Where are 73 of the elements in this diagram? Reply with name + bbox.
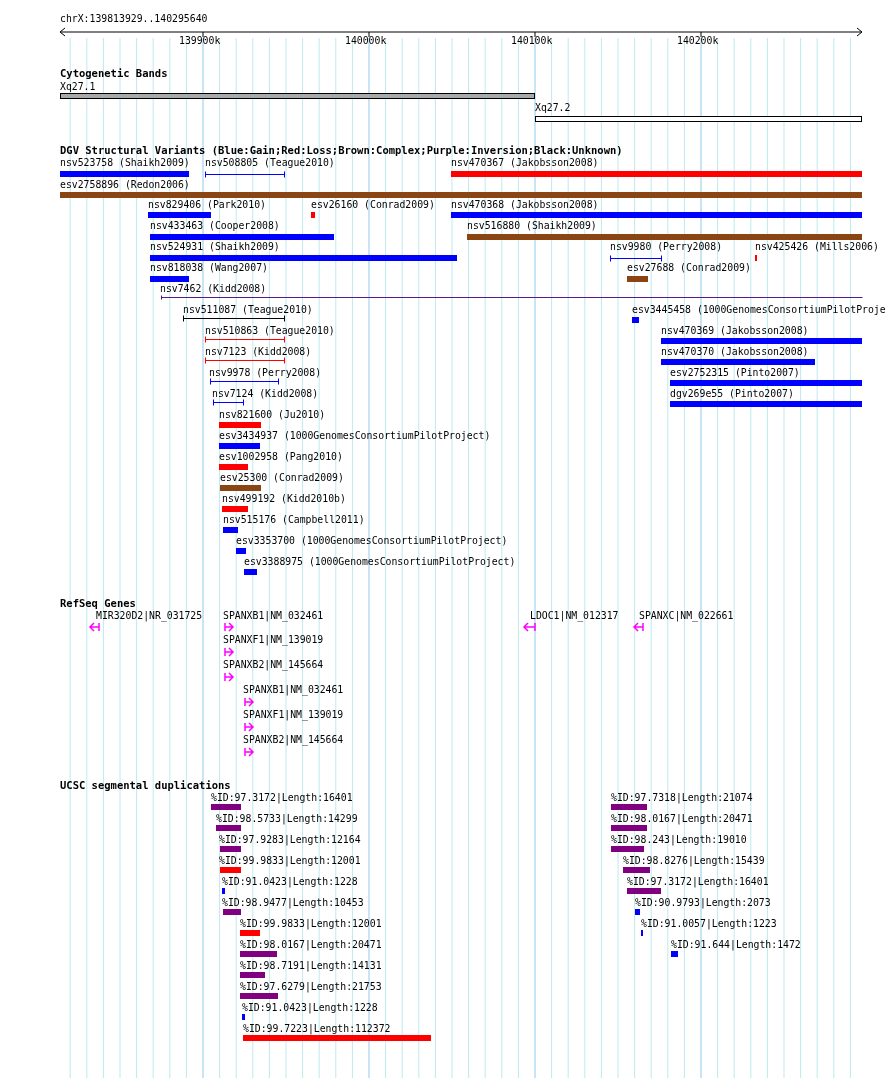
gene-label: SPANXF1|NM_139019: [223, 634, 324, 646]
duplication-label: %ID:98.8276|Length:15439: [623, 855, 765, 867]
variant-label: nsv433463 (Cooper2008): [150, 220, 280, 232]
variant-label: esv25300 (Conrad2009): [220, 472, 344, 484]
variant-label: esv2752315 (Pinto2007): [670, 367, 800, 379]
band-label: Xq27.1: [60, 81, 96, 93]
variant-label: nsv516880 (Shaikh2009): [467, 220, 597, 232]
variant-label: nsv9978 (Perry2008): [209, 367, 322, 379]
gene-label: SPANXB2|NM_145664: [243, 734, 344, 746]
variant-label: esv26160 (Conrad2009): [311, 199, 435, 211]
band-label: Xq27.2: [535, 102, 571, 114]
duplication-label: %ID:97.6279|Length:21753: [240, 981, 382, 993]
duplication-label: %ID:98.9477|Length:10453: [222, 897, 364, 909]
duplication-label: %ID:97.3172|Length:16401: [211, 792, 353, 804]
variant-label: nsv7124 (Kidd2008): [212, 388, 319, 400]
variant-label: esv2758896 (Redon2006): [60, 179, 190, 191]
variant-label: nsv470368 (Jakobsson2008): [451, 199, 599, 211]
variant-label: nsv829406 (Park2010): [148, 199, 266, 211]
gene-label: SPANXC|NM_022661: [639, 610, 734, 622]
variant-label: nsv524931 (Shaikh2009): [150, 241, 280, 253]
duplication-label: %ID:97.9283|Length:12164: [219, 834, 361, 846]
tick-label: 140200k: [677, 35, 719, 47]
variant-label: nsv425426 (Mills2006): [755, 241, 879, 253]
variant-label: esv3353700 (1000GenomesConsortiumPilotProject): [236, 535, 508, 547]
variant-label: nsv470367 (Jakobsson2008): [451, 157, 599, 169]
duplication-label: %ID:91.0057|Length:1223: [641, 918, 777, 930]
duplication-label: %ID:98.5733|Length:14299: [216, 813, 358, 825]
duplication-label: %ID:99.9833|Length:12001: [219, 855, 361, 867]
tick-label: 140000k: [345, 35, 387, 47]
duplication-label: %ID:91.0423|Length:1228: [242, 1002, 378, 1014]
track-heading: UCSC segmental duplications: [60, 779, 231, 791]
variant-label: dgv269e55 (Pinto2007): [670, 388, 794, 400]
variant-label: nsv9980 (Perry2008): [610, 241, 723, 253]
variant-label: nsv818038 (Wang2007): [150, 262, 268, 274]
duplication-label: %ID:99.7223|Length:112372: [243, 1023, 391, 1035]
variant-label: nsv499192 (Kidd2010b): [222, 493, 346, 505]
duplication-label: %ID:91.644|Length:1472: [671, 939, 801, 951]
gene-label: SPANXB1|NM_032461: [223, 610, 324, 622]
duplication-label: %ID:98.0167|Length:20471: [240, 939, 382, 951]
variant-label: esv27688 (Conrad2009): [627, 262, 751, 274]
gene-label: MIR320D2|NR_031725: [96, 610, 203, 622]
variant-label: esv3445458 (1000GenomesConsortiumPilotProje: [632, 304, 886, 316]
variant-label: esv1002958 (Pang2010): [219, 451, 343, 463]
variant-label: nsv508805 (Teague2010): [205, 157, 335, 169]
duplication-label: %ID:91.0423|Length:1228: [222, 876, 358, 888]
variant-label: nsv523758 (Shaikh2009): [60, 157, 190, 169]
variant-label: esv3388975 (1000GenomesConsortiumPilotProject): [244, 556, 516, 568]
variant-label: nsv511087 (Teague2010): [183, 304, 313, 316]
duplication-label: %ID:99.9833|Length:12001: [240, 918, 382, 930]
track-heading: RefSeq Genes: [60, 597, 136, 609]
tick-label: 140100k: [511, 35, 553, 47]
gene-label: SPANXB2|NM_145664: [223, 659, 324, 671]
track-heading: DGV Structural Variants (Blue:Gain;Red:Loss;Brown:Complex;Purple:Inversion;Black:Unknown): [60, 144, 623, 156]
duplication-label: %ID:98.243|Length:19010: [611, 834, 747, 846]
tick-label: 139900k: [179, 35, 221, 47]
gene-label: LDOC1|NM_012317: [530, 610, 619, 622]
variant-label: nsv510863 (Teague2010): [205, 325, 335, 337]
gene-label: SPANXF1|NM_139019: [243, 709, 344, 721]
duplication-label: %ID:98.0167|Length:20471: [611, 813, 753, 825]
ruler-range-label: chrX:139813929..140295640: [60, 13, 208, 25]
duplication-label: %ID:90.9793|Length:2073: [635, 897, 771, 909]
track-heading: Cytogenetic Bands: [60, 67, 168, 79]
variant-label: nsv7123 (Kidd2008): [205, 346, 312, 358]
variant-label: nsv470370 (Jakobsson2008): [661, 346, 809, 358]
variant-label: nsv515176 (Campbell2011): [223, 514, 365, 526]
variant-label: esv3434937 (1000GenomesConsortiumPilotProject): [219, 430, 491, 442]
variant-label: nsv7462 (Kidd2008): [160, 283, 267, 295]
duplication-label: %ID:98.7191|Length:14131: [240, 960, 382, 972]
gene-label: SPANXB1|NM_032461: [243, 684, 344, 696]
variant-label: nsv470369 (Jakobsson2008): [661, 325, 809, 337]
duplication-label: %ID:97.3172|Length:16401: [627, 876, 769, 888]
variant-label: nsv821600 (Ju2010): [219, 409, 326, 421]
duplication-label: %ID:97.7318|Length:21074: [611, 792, 753, 804]
